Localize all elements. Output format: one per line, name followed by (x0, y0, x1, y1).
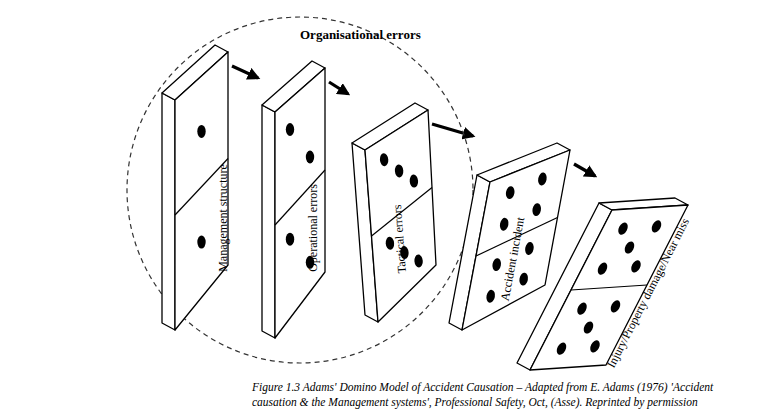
domino-pip (491, 257, 502, 271)
domino-pip (650, 219, 663, 234)
domino: Management structure (160, 43, 230, 332)
dashed-region: Organisational errorsManagement structur… (125, 15, 475, 365)
domino-pip (409, 174, 418, 188)
domino-pip (485, 289, 496, 303)
domino-pip (629, 259, 642, 274)
group-title: Organisational errors (300, 27, 421, 43)
domino-face (175, 52, 228, 330)
domino-pip (414, 254, 423, 268)
flow-arrow (432, 124, 473, 136)
domino-pip (286, 233, 294, 246)
domino-pip (531, 202, 542, 216)
domino-pip (616, 221, 629, 236)
domino: Injury/Property damage/Near miss (515, 196, 690, 372)
flow-arrow (329, 82, 348, 94)
domino-pip (505, 185, 516, 199)
domino-pip (575, 301, 588, 316)
domino-face (530, 205, 688, 370)
domino-pip (518, 272, 529, 286)
domino-side (262, 105, 275, 338)
domino-face (365, 110, 436, 322)
domino-pip (623, 240, 636, 255)
domino-label: Management structure (216, 164, 228, 272)
domino-divider (571, 285, 647, 290)
domino-pip (609, 299, 622, 314)
domino-pip (555, 341, 568, 356)
domino-side (162, 93, 175, 330)
domino-pip (286, 123, 294, 136)
domino-label: Operational errors (306, 184, 318, 272)
domino-pip (582, 320, 595, 335)
dashed-outline (127, 17, 473, 363)
figure-caption: Figure 1.3 Adams' Domino Model of Accide… (252, 380, 752, 410)
domino-block (515, 196, 690, 372)
domino-pip (524, 241, 535, 255)
domino-pip (197, 125, 205, 138)
flow-arrow (574, 164, 595, 176)
domino-pip (394, 164, 403, 178)
domino-face (275, 68, 325, 338)
domino-pip (379, 153, 388, 167)
domino-pip (197, 236, 205, 249)
domino-pip (499, 217, 510, 231)
domino-pip (537, 172, 548, 186)
domino-pip (306, 151, 314, 164)
flow-arrow (232, 66, 258, 78)
domino: Operational errors (260, 59, 327, 340)
domino-pip (588, 339, 601, 354)
domino-pip (596, 261, 609, 276)
domino: Tactical errors (350, 101, 438, 324)
